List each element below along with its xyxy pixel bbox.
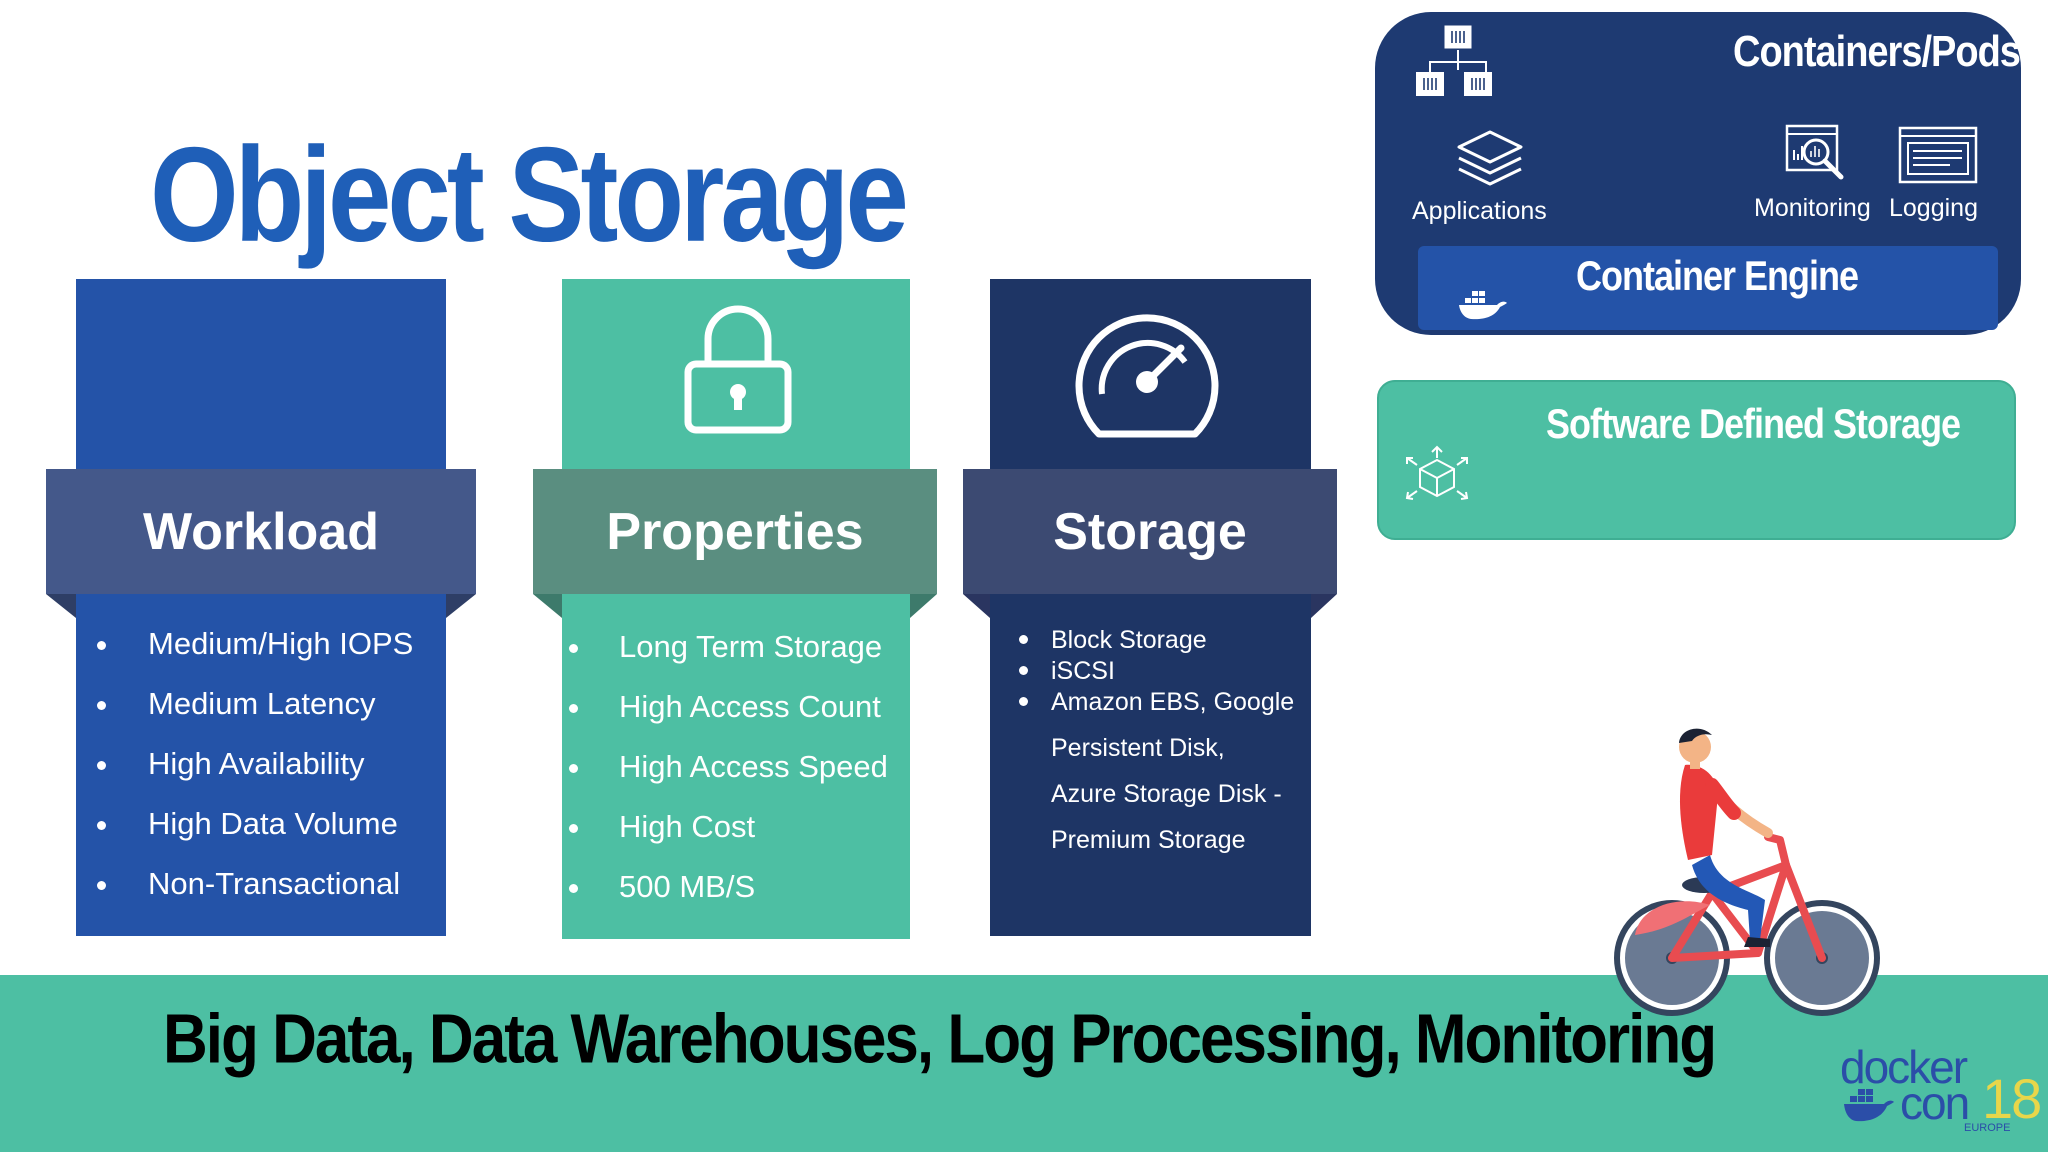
logo-con-text: con bbox=[1900, 1077, 1970, 1129]
properties-ribbon-fold-right bbox=[910, 594, 937, 618]
list-item-continuation: Persistent Disk, bbox=[1051, 734, 1225, 762]
list-item: Medium/High IOPS bbox=[97, 624, 457, 684]
container-engine-label: Container Engine bbox=[1576, 252, 1859, 300]
workload-list: Medium/High IOPS Medium Latency High Ava… bbox=[97, 624, 457, 924]
properties-list: Long Term Storage High Access Count High… bbox=[569, 627, 909, 927]
workload-top-panel bbox=[76, 279, 446, 469]
applications-label: Applications bbox=[1412, 197, 1547, 225]
dockercon-logo: docker con 18 EUROPE bbox=[1840, 1040, 2042, 1144]
workload-bottom-panel bbox=[76, 594, 446, 936]
logo-whale-icon bbox=[1844, 1089, 1894, 1122]
workload-ribbon-fold-right bbox=[446, 594, 476, 618]
list-item-continuation: Premium Storage bbox=[1051, 826, 1246, 854]
list-item: Long Term Storage bbox=[569, 627, 909, 687]
docker-whale-icon bbox=[1459, 291, 1507, 320]
logging-label: Logging bbox=[1889, 194, 1978, 222]
list-item: High Availability bbox=[97, 744, 457, 804]
workload-ribbon: Workload bbox=[46, 469, 476, 594]
list-item: High Cost bbox=[569, 807, 909, 867]
logo-docker-text: docker bbox=[1840, 1041, 1968, 1093]
list-item: High Data Volume bbox=[97, 804, 457, 864]
list-item: High Access Speed bbox=[569, 747, 909, 807]
workload-ribbon-fold-left bbox=[46, 594, 76, 618]
slide-title: Object Storage bbox=[150, 120, 909, 271]
speedometer-icon bbox=[1075, 314, 1219, 438]
workload-heading: Workload bbox=[143, 502, 379, 561]
software-defined-storage-label: Software Defined Storage bbox=[1546, 400, 1961, 448]
properties-heading: Properties bbox=[606, 502, 864, 561]
storage-ribbon-fold-right bbox=[1311, 594, 1337, 618]
storage-bottom-panel bbox=[990, 594, 1311, 936]
list-item: High Access Count bbox=[569, 687, 909, 747]
logo-year-text: 18 bbox=[1982, 1067, 2042, 1130]
monitoring-label: Monitoring bbox=[1754, 194, 1871, 222]
properties-ribbon: Properties bbox=[533, 469, 937, 594]
bottom-banner-text: Big Data, Data Warehouses, Log Processin… bbox=[163, 1001, 1717, 1079]
properties-ribbon-fold-left bbox=[533, 594, 562, 618]
storage-ribbon-fold-left bbox=[963, 594, 990, 618]
monitoring-icon bbox=[1785, 124, 1844, 180]
properties-bottom-panel bbox=[562, 594, 910, 939]
list-item: Medium Latency bbox=[97, 684, 457, 744]
storage-ribbon: Storage bbox=[963, 469, 1337, 594]
list-item: Non-Transactional bbox=[97, 864, 457, 924]
storage-heading: Storage bbox=[1053, 502, 1247, 561]
logging-icon bbox=[1898, 126, 1978, 184]
container-engine-bar bbox=[1418, 246, 1998, 330]
software-defined-storage-card bbox=[1377, 380, 2016, 540]
layers-icon bbox=[1457, 130, 1523, 186]
padlock-icon bbox=[684, 305, 792, 434]
cyclist-illustration bbox=[1614, 728, 1880, 1016]
logo-region-text: EUROPE bbox=[1964, 1122, 2011, 1134]
list-item: 500 MB/S bbox=[569, 867, 909, 927]
storage-cube-icon bbox=[1405, 445, 1469, 500]
list-item-continuation: Azure Storage Disk - bbox=[1051, 780, 1282, 808]
containers-pods-label: Containers/Pods bbox=[1733, 28, 2021, 77]
bottom-banner bbox=[0, 975, 2048, 1152]
container-network-icon bbox=[1416, 24, 1492, 96]
